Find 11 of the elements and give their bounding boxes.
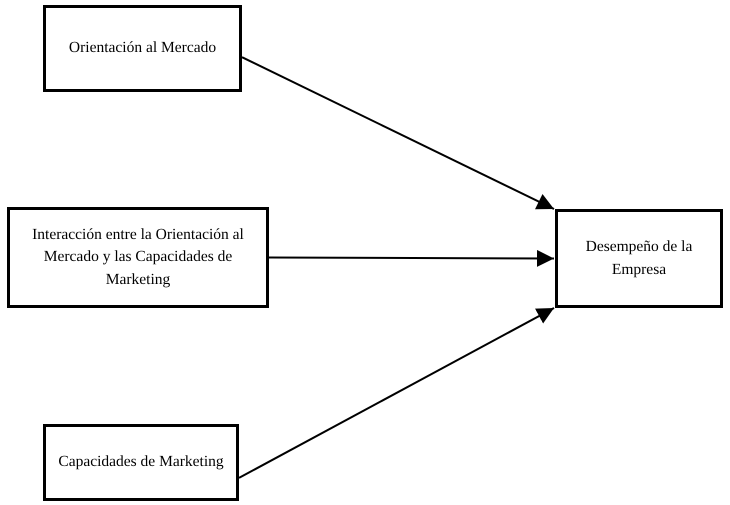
process-box xyxy=(43,424,239,501)
box-label: Capacidades de Marketing xyxy=(58,452,224,472)
box-label: Interacción entre la Orientación al Mercado y las Capacidades de Marketing xyxy=(31,224,245,290)
process-box xyxy=(7,207,269,308)
arrow xyxy=(242,56,554,210)
box-label: Orientación al Mercado xyxy=(68,38,216,58)
arrow xyxy=(269,250,554,267)
process-box xyxy=(555,209,723,308)
process-box xyxy=(43,5,242,92)
box-label: Desempeño de la Empresa xyxy=(584,237,694,280)
arrow xyxy=(238,307,554,479)
